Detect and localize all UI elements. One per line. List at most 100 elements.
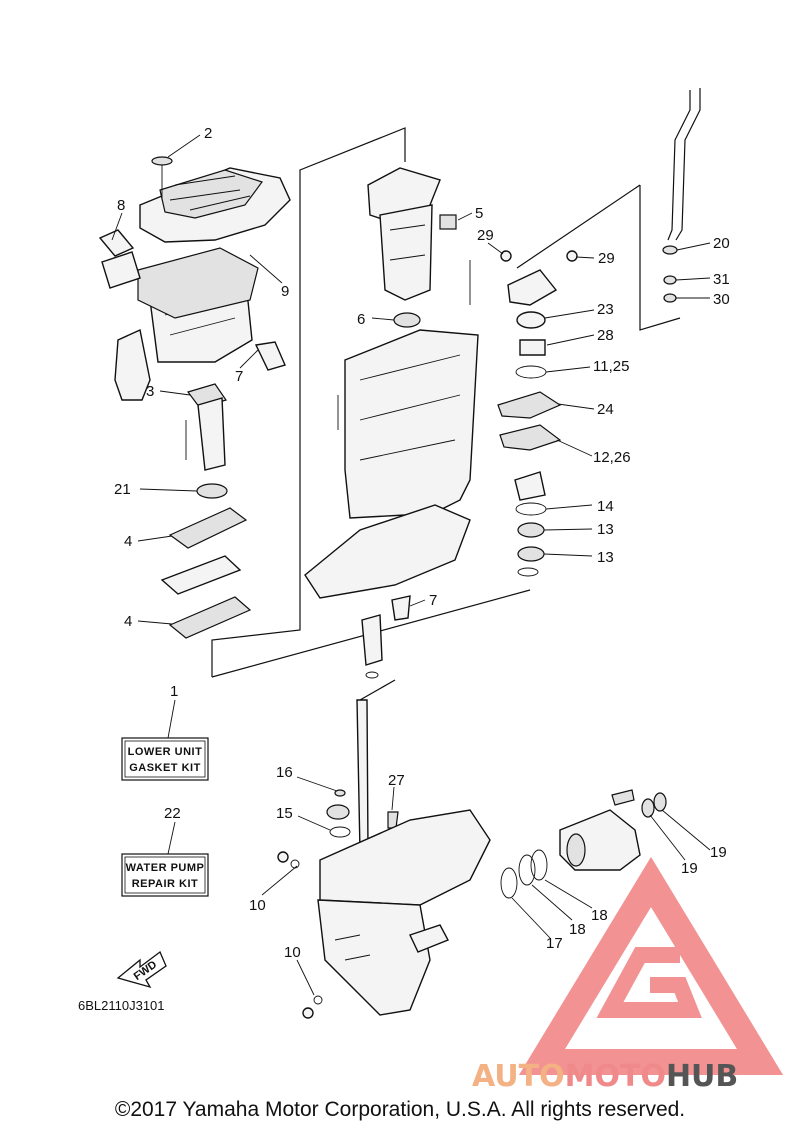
washer-lower (517, 567, 539, 577)
part-10-bolt-lower (302, 1007, 314, 1019)
frame-line-top-right (516, 184, 641, 269)
watermark-text-auto: AUTO (472, 1059, 565, 1094)
watermark-text: AUTOMOTOHUB (472, 1059, 738, 1094)
callout-labels: 2 8 9 3 7 21 4 4 5 6 29 29 20 31 30 23 2… (114, 125, 730, 961)
part-18-oring-a (518, 854, 536, 886)
callout-9: 9 (281, 283, 289, 300)
callout-20: 20 (713, 235, 730, 252)
water-pump-repair-kit: 22 WATER PUMP REPAIR KIT (121, 805, 209, 897)
part-16-clip (334, 789, 346, 797)
callout-16: 16 (276, 764, 293, 781)
part-14-oring (515, 502, 547, 516)
callout-14: 14 (597, 498, 614, 515)
part-10-bolt-upper (277, 851, 289, 863)
part-29-bolt-left (500, 250, 512, 262)
part-19-seal-a (641, 798, 655, 818)
part-12-26-gasket (499, 424, 562, 451)
callout-22: 22 (164, 805, 181, 822)
callout-19-left: 19 (681, 860, 698, 877)
watermark-logo (518, 856, 784, 1075)
callout-4-upper: 4 (124, 533, 132, 550)
lower-unit-gearcase (317, 809, 491, 1016)
part-4-gasket-upper (168, 507, 248, 549)
part-13-bearing-upper (517, 522, 545, 538)
callout-30: 30 (713, 291, 730, 308)
part-17-oring (500, 867, 518, 899)
callout-29-right: 29 (598, 250, 615, 267)
exhaust-pipe (114, 328, 151, 401)
callout-3: 3 (146, 383, 154, 400)
part-4-gasket-lower (168, 596, 252, 639)
shaft-guide-line (359, 679, 396, 701)
part-7-fitting-upper (254, 341, 286, 371)
callout-21: 21 (114, 481, 131, 498)
callout-17: 17 (546, 935, 563, 952)
part-24-plate (497, 391, 562, 419)
fwd-arrow-icon: FWD (116, 950, 167, 989)
kit-label-line1: LOWER UNIT (128, 746, 203, 758)
watermark-text-hub: HUB (666, 1059, 738, 1094)
water-pump-housing (507, 269, 558, 306)
part-30-seal (663, 293, 677, 303)
part-13-bearing-lower (517, 546, 545, 562)
part-28-impeller (519, 339, 546, 356)
callout-10-lower: 10 (284, 944, 301, 961)
frame-line-right (639, 185, 681, 331)
callout-5: 5 (475, 205, 483, 222)
part-18-oring-b (530, 849, 548, 881)
callout-23: 23 (597, 301, 614, 318)
callout-29-left: 29 (477, 227, 494, 244)
callout-28: 28 (597, 327, 614, 344)
watermark-g-shape (596, 947, 702, 1018)
drive-shaft-housing-upper (367, 167, 457, 301)
callout-4-lower: 4 (124, 613, 132, 630)
callout-6: 6 (357, 311, 365, 328)
part-7-fitting-lower (391, 595, 411, 621)
part-8-block (101, 251, 141, 289)
callout-24: 24 (597, 401, 614, 418)
part-21-seal (196, 483, 228, 499)
part-29-bolt-right (566, 250, 578, 262)
callout-27: 27 (388, 772, 405, 789)
callout-7-lower: 7 (429, 592, 437, 609)
diagram-code: 6BL2110J3101 (78, 998, 165, 1013)
part-19-seal-b (653, 792, 667, 812)
callout-19-right: 19 (710, 844, 727, 861)
part-8-bracket (98, 229, 135, 257)
part-11-25-oring (515, 365, 547, 379)
bolt-housing (611, 789, 635, 806)
callout-10-upper: 10 (249, 897, 266, 914)
exhaust-plate (160, 555, 242, 595)
callout-13-upper: 13 (597, 521, 614, 538)
lower-unit-gasket-kit: 1 LOWER UNIT GASKET KIT (121, 683, 209, 781)
copyright-notice: ©2017 Yamaha Motor Corporation, U.S.A. A… (114, 1098, 686, 1121)
callout-12-26: 12,26 (593, 449, 631, 466)
callout-18-left: 18 (569, 921, 586, 938)
kit-label-line1: WATER PUMP (126, 862, 205, 874)
pump-cartridge (514, 471, 546, 501)
callout-18-right: 18 (591, 907, 608, 924)
watermark-triangle (518, 856, 784, 1075)
callout-7-upper: 7 (235, 368, 243, 385)
frame-line-left (211, 127, 406, 677)
callout-1: 1 (170, 683, 178, 700)
watermark-text-moto: MOTO (565, 1059, 666, 1094)
drive-shaft (356, 699, 369, 853)
callout-15: 15 (276, 805, 293, 822)
part-20-grommet (662, 245, 678, 255)
part-9-gasket (137, 247, 259, 319)
part-15-seal (326, 804, 350, 820)
leader-lines (111, 134, 711, 996)
water-tube (667, 90, 691, 241)
part-23-insert (516, 311, 546, 329)
part-31-seal (663, 275, 677, 285)
bushing (361, 614, 383, 666)
drive-shaft-housing-lower (304, 329, 479, 599)
kit-label-line2: GASKET KIT (129, 762, 201, 774)
exhaust-guide (197, 397, 226, 471)
callout-2: 2 (204, 125, 212, 142)
part-6-seal (393, 312, 421, 328)
callout-11-25: 11,25 (593, 358, 629, 375)
callout-31: 31 (713, 271, 730, 288)
